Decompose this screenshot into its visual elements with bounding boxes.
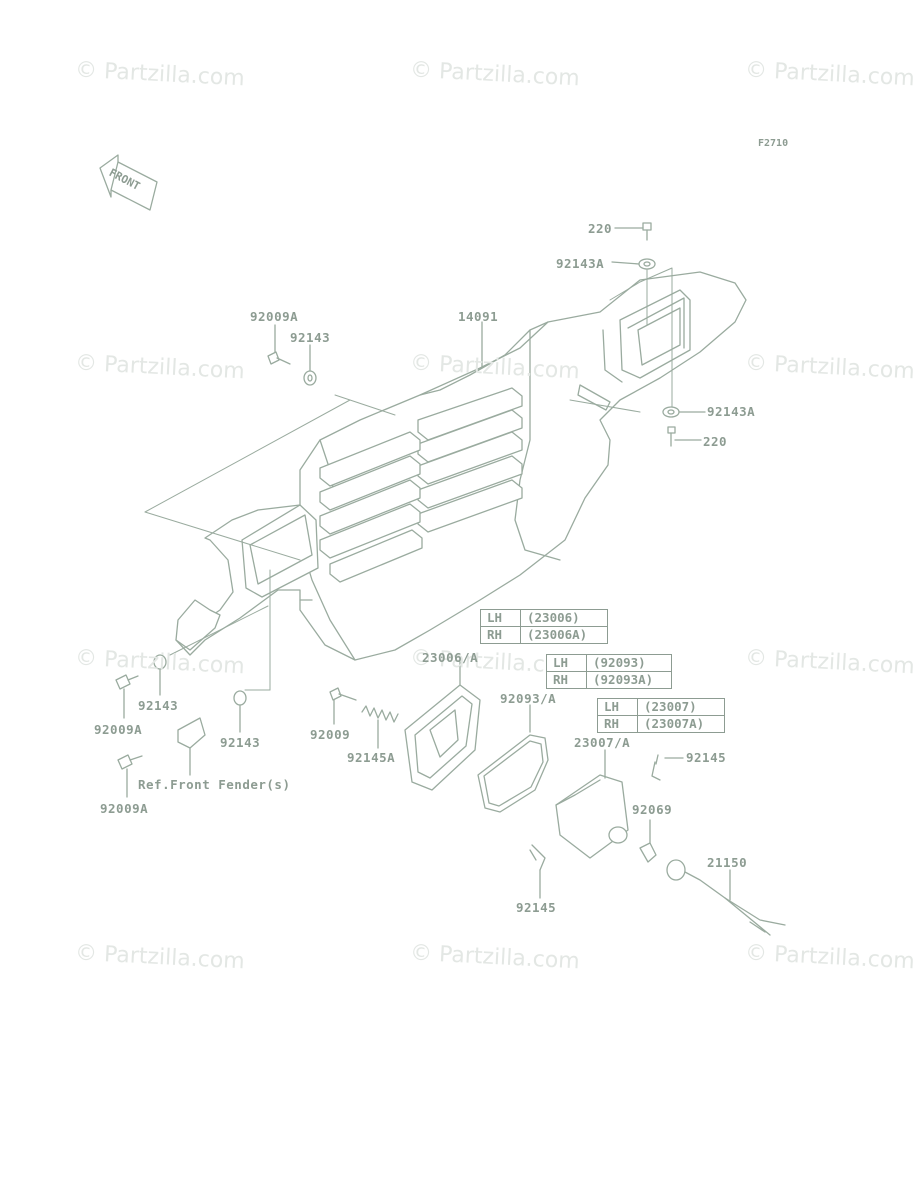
label-92009: 92009 (310, 727, 351, 742)
socket-wire-21150 (666, 859, 786, 936)
bolt-92009A-left (115, 674, 139, 719)
side-rh-value: (23007A) (644, 716, 705, 731)
label-92143-mid: 92143 (220, 735, 261, 750)
side-lh-value: (92093) (587, 655, 671, 672)
label-23007: 23007/A (574, 735, 631, 750)
label-92069: 92069 (632, 802, 673, 817)
label-92143-left: 92143 (138, 698, 179, 713)
bolt-220-right (667, 426, 702, 447)
label-14091: 14091 (458, 309, 499, 324)
label-92009A-upper: 92009A (250, 309, 299, 324)
label-21150: 21150 (707, 855, 748, 870)
label-23006: 23006/A (422, 650, 479, 665)
label-92145-right: 92145 (686, 750, 727, 765)
side-rh: RH (481, 627, 521, 643)
side-lh-value: (23007) (638, 699, 724, 716)
side-lh: LH (598, 699, 638, 716)
lamp-lens-92093 (477, 704, 549, 813)
bolt-92009A-bottom (117, 754, 143, 798)
lamp-rim-23006 (404, 661, 481, 791)
label-92009A-bottom: 92009A (100, 801, 149, 816)
side-table-23007: LH (23007) RH (23007A) (597, 698, 725, 733)
label-92093: 92093/A (500, 691, 557, 706)
front-arrow-icon (99, 154, 158, 211)
side-rh: RH (598, 716, 638, 732)
side-table-23006: LH (23006) RH (23006A) (480, 609, 608, 644)
side-lh: LH (547, 655, 587, 672)
label-92145-bottom: 92145 (516, 900, 557, 915)
washer-92143-upper (303, 344, 317, 386)
label-ref-front-fender: Ref.Front Fender(s) (138, 777, 291, 792)
screw-92009 (329, 687, 357, 725)
spring-92145A (361, 705, 399, 749)
side-rh-value: (23006A) (527, 627, 588, 642)
washer-92143-left (153, 654, 167, 696)
label-92145A: 92145A (347, 750, 396, 765)
side-lh-value: (23006) (521, 610, 607, 627)
lamp-unit-23007 (555, 749, 629, 859)
headlight-cover-14091 (175, 271, 747, 661)
clip-92145-right (651, 754, 684, 781)
label-92009A-left: 92009A (94, 722, 143, 737)
label-92143A-top: 92143A (556, 256, 605, 271)
side-table-92093: LH (92093) RH (92093A) (546, 654, 672, 689)
side-lh: LH (481, 610, 521, 627)
label-92143A-right: 92143A (707, 404, 756, 419)
side-rh: RH (547, 672, 587, 688)
clip-92145-bottom (529, 844, 546, 899)
washer-92143A-right (662, 406, 706, 418)
bracket-front-fender (177, 717, 206, 776)
washer-92143-mid (233, 690, 247, 733)
bulb-92069 (639, 819, 657, 863)
label-220-top: 220 (588, 221, 613, 236)
side-rh-value: (92093A) (593, 672, 654, 687)
label-220-right: 220 (703, 434, 728, 449)
bolt-220-top (614, 222, 652, 241)
bolt-92009A-upper (267, 324, 291, 365)
washer-92143A-top (611, 258, 656, 326)
figure-code: F2710 (758, 138, 789, 149)
label-92143-upper: 92143 (290, 330, 331, 345)
